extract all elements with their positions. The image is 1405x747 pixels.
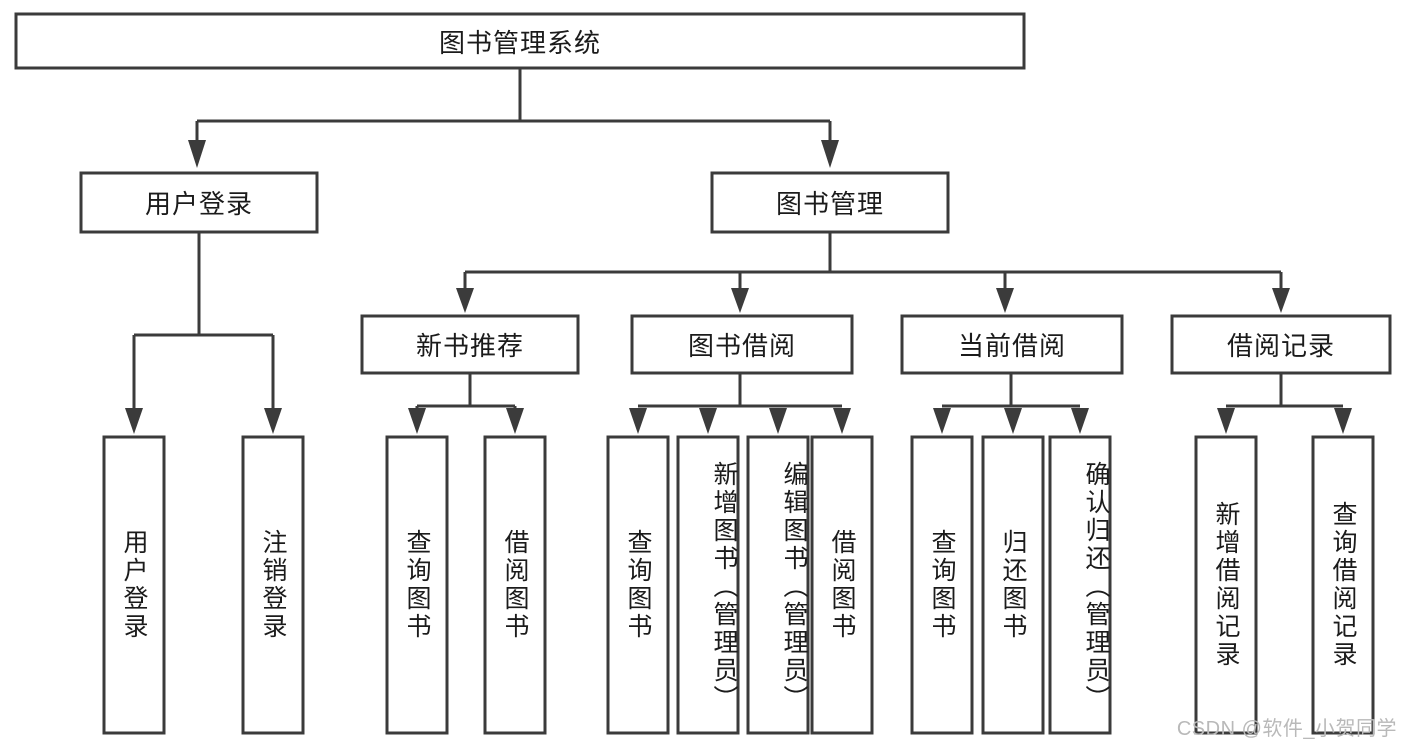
connector-group-book-borrow bbox=[629, 373, 851, 434]
connector-group-book-management bbox=[456, 232, 1290, 313]
node-box-user-login[interactable] bbox=[79, 171, 319, 234]
node-box-root[interactable] bbox=[14, 12, 1026, 70]
arrow-head-leaf-query-book-1 bbox=[408, 408, 426, 434]
arrow-head-leaf-borrow-book-2 bbox=[833, 408, 851, 434]
arrow-head-borrow-record bbox=[1272, 288, 1290, 313]
connector-group-user-login bbox=[125, 232, 282, 434]
arrow-head-leaf-borrow-book-1 bbox=[506, 408, 524, 434]
arrow-head-current-borrow bbox=[996, 288, 1014, 313]
arrow-head-leaf-add-record bbox=[1217, 408, 1235, 434]
connector-group-current-borrow bbox=[933, 373, 1089, 434]
node-box-borrow-record[interactable] bbox=[1170, 314, 1392, 375]
leaf-box-edit-book[interactable] bbox=[746, 435, 810, 735]
leaf-box-borrow-book-1[interactable] bbox=[483, 435, 547, 735]
node-box-book-borrow[interactable] bbox=[630, 314, 854, 375]
leaf-box-borrow-book-2[interactable] bbox=[810, 435, 874, 735]
leaf-box-confirm-return[interactable] bbox=[1048, 435, 1112, 735]
arrow-head-leaf-query-book-2 bbox=[629, 408, 647, 434]
arrow-head-leaf-logout bbox=[264, 408, 282, 434]
leaf-box-user-login[interactable] bbox=[102, 435, 166, 735]
connector-group-root bbox=[188, 68, 839, 168]
arrow-head-leaf-add-book bbox=[699, 408, 717, 434]
arrow-head-leaf-confirm-return bbox=[1071, 408, 1089, 434]
arrow-head-book-borrow bbox=[731, 288, 749, 313]
connector-group-new-books bbox=[408, 373, 524, 434]
leaf-box-logout[interactable] bbox=[241, 435, 305, 735]
leaf-box-query-book-2[interactable] bbox=[606, 435, 670, 735]
leaf-box-query-book-1[interactable] bbox=[385, 435, 449, 735]
leaf-box-query-book-3[interactable] bbox=[910, 435, 974, 735]
leaf-box-add-book[interactable] bbox=[676, 435, 740, 735]
leaf-box-add-borrow-record[interactable] bbox=[1194, 435, 1258, 735]
connector-group-borrow-record bbox=[1217, 373, 1352, 434]
leaf-box-return-book[interactable] bbox=[981, 435, 1045, 735]
arrow-head-leaf-return-book bbox=[1004, 408, 1022, 434]
node-box-new-book-recommend[interactable] bbox=[360, 314, 580, 375]
arrow-head-leaf-user-login bbox=[125, 408, 143, 434]
leaf-box-query-borrow-record[interactable] bbox=[1311, 435, 1375, 735]
arrow-head-leaf-query-book-3 bbox=[933, 408, 951, 434]
arrow-head-leaf-query-record bbox=[1334, 408, 1352, 434]
node-box-book-management[interactable] bbox=[710, 171, 950, 234]
arrow-head-leaf-edit-book bbox=[769, 408, 787, 434]
arrow-head-bookmgmt bbox=[821, 140, 839, 168]
node-box-current-borrow[interactable] bbox=[900, 314, 1124, 375]
arrow-head-new-books bbox=[456, 288, 474, 313]
arrow-head-login bbox=[188, 140, 206, 168]
